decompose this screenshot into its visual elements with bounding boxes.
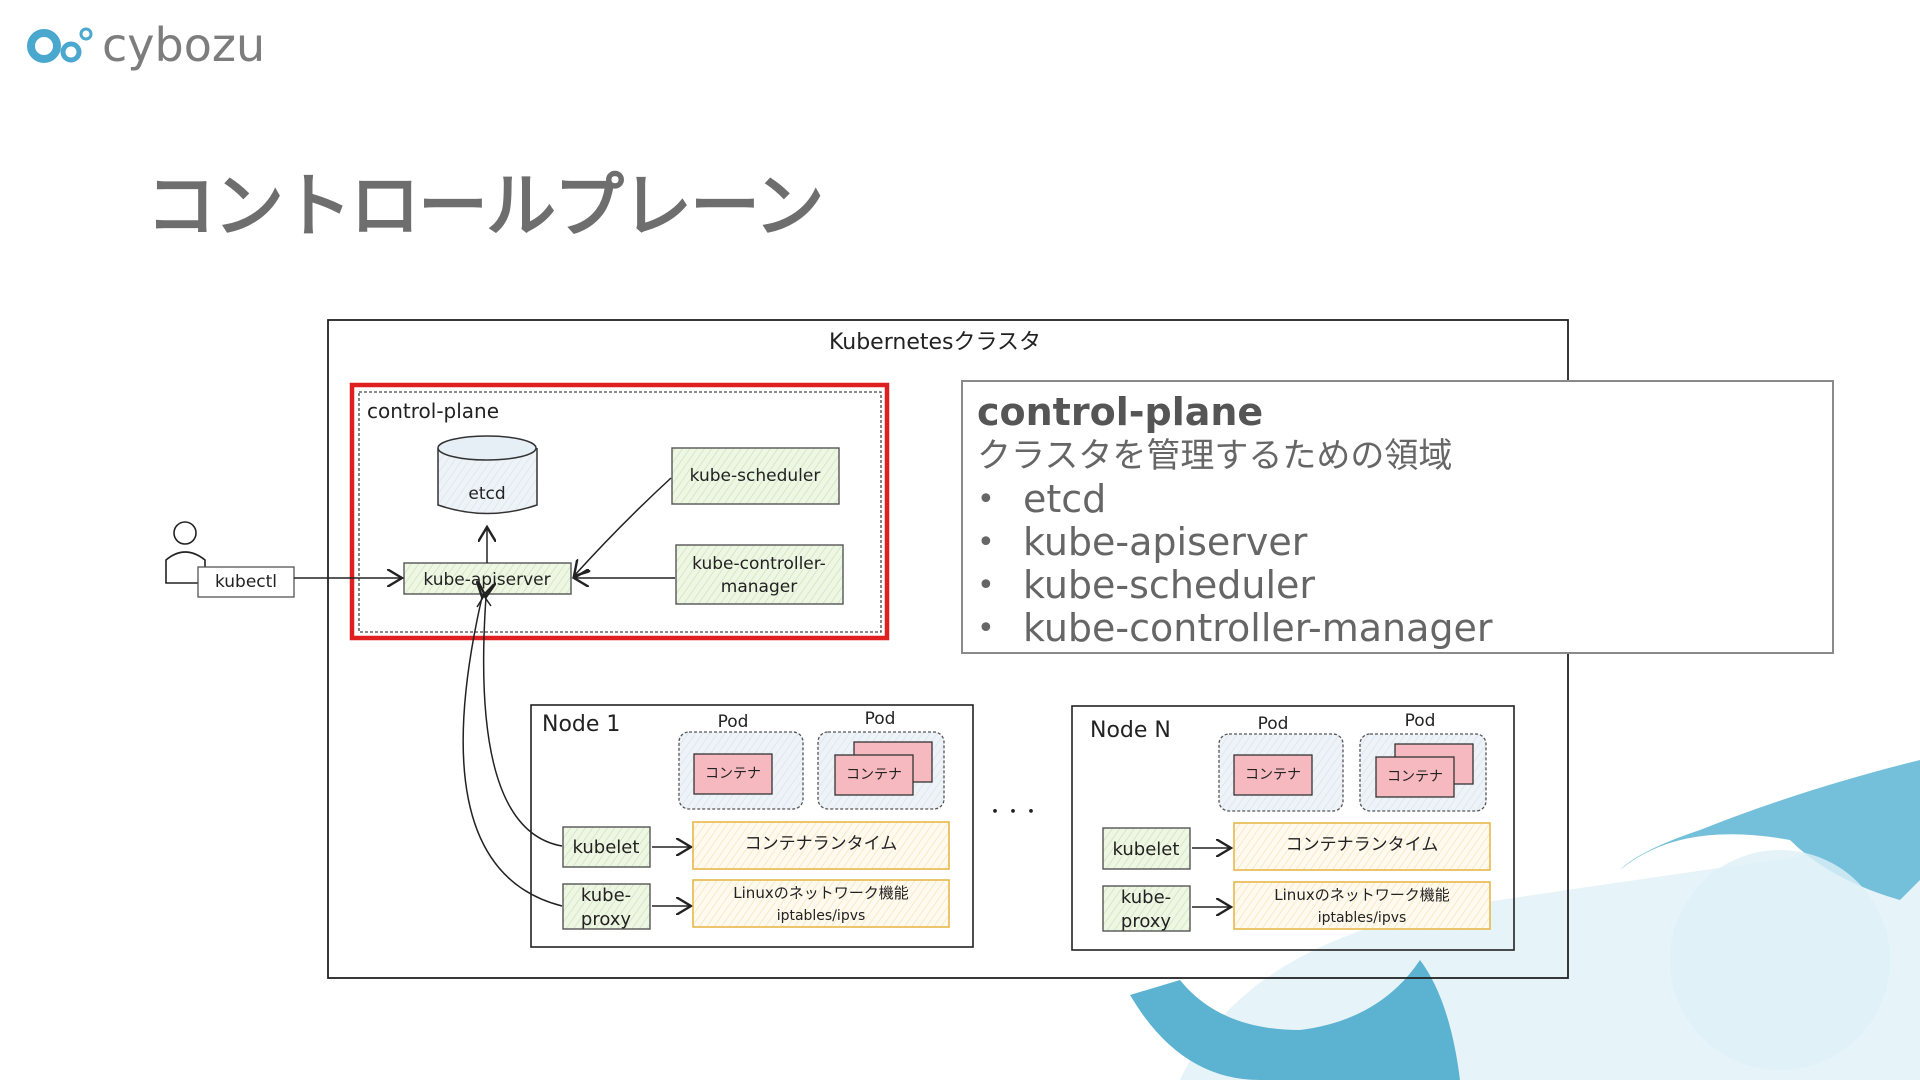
list-item: •kube-apiserver — [977, 520, 1308, 564]
kube-controller-manager-label-1: kube-controller- — [692, 554, 826, 574]
node-1-kube-proxy-label-2: proxy — [581, 909, 632, 930]
deco-ring-inner — [1670, 850, 1890, 1070]
list-item: •kube-controller-manager — [977, 606, 1493, 650]
logo-mark-icon — [27, 27, 93, 63]
info-subtitle: クラスタを管理するための領域 — [977, 436, 1453, 476]
node-1-kube-proxy — [562, 883, 651, 930]
node-n-kube-proxy-label-2: proxy — [1121, 911, 1172, 932]
etcd-database: etcd — [437, 435, 538, 515]
node-n-kubelet-label: kubelet — [1113, 839, 1180, 860]
node-n-pod2-label: Pod — [1405, 711, 1436, 731]
list-item: •kube-scheduler — [977, 563, 1316, 607]
node-n-network-label-1: Linuxのネットワーク機能 — [1274, 886, 1449, 904]
node-n-kube-proxy — [1102, 885, 1191, 932]
node-n-kubelet — [1102, 827, 1191, 870]
list-item: •etcd — [977, 477, 1107, 521]
node-n-container1 — [1233, 754, 1313, 796]
node-n-network-label-2: iptables/ipvs — [1318, 910, 1407, 926]
node-1-container2-label: コンテナ — [846, 767, 902, 783]
etcd-label: etcd — [468, 484, 505, 504]
kube-controller-manager-label-2: manager — [721, 577, 797, 597]
node-1-kubelet — [562, 826, 651, 868]
deco-blue-arc — [1130, 960, 1460, 1080]
kube-controller-manager-box — [675, 544, 844, 605]
node-n-runtime — [1233, 822, 1491, 871]
cluster-label: Kubernetesクラスタ — [829, 330, 1041, 355]
node-n-network — [1233, 881, 1491, 930]
node-1-runtime — [692, 821, 950, 870]
node-1: Node 1 Pod コンテナ Pod コンテナ kubelet コンテナランタ… — [530, 704, 974, 948]
node-n-container2 — [1375, 756, 1455, 798]
info-callout: control-plane クラスタを管理するための領域 •etcd •kube… — [961, 380, 1834, 654]
node-1-container1 — [693, 753, 773, 795]
node-n-kube-proxy-label-1: kube- — [1121, 887, 1171, 908]
node-n-runtime-label: コンテナランタイム — [1286, 835, 1439, 855]
kube-apiserver-label: kube-apiserver — [423, 570, 550, 590]
kube-scheduler-box — [671, 447, 840, 505]
arrow-apiserver-kubeproxy — [462, 597, 563, 907]
kube-scheduler-label: kube-scheduler — [690, 466, 821, 486]
arrow-scheduler-apiserver — [574, 477, 672, 576]
node-n-label: Node N — [1090, 718, 1171, 743]
info-heading: control-plane — [977, 390, 1264, 434]
cybozu-logo: cybozu — [26, 18, 265, 72]
node-n-container1-label: コンテナ — [1245, 767, 1301, 783]
node-n: Node N Pod コンテナ Pod コンテナ kubelet コンテナランタ… — [1071, 705, 1515, 951]
info-list: •etcd •kube-apiserver •kube-scheduler •k… — [977, 478, 1818, 650]
arrow-apiserver-kubelet — [484, 597, 563, 847]
control-plane-highlight — [349, 382, 890, 641]
logo-brand-text: cybozu — [102, 18, 266, 72]
control-plane-label: control-plane — [367, 399, 499, 423]
node-1-kubelet-label: kubelet — [573, 837, 640, 858]
deco-blue-ring — [1620, 760, 1920, 900]
node-1-network-label-2: iptables/ipvs — [777, 908, 866, 924]
node-n-pod1-label: Pod — [1258, 714, 1289, 734]
node-1-label: Node 1 — [542, 712, 620, 737]
node-1-pod1-label: Pod — [718, 712, 749, 732]
node-1-runtime-label: コンテナランタイム — [745, 834, 898, 854]
node-1-network — [692, 879, 950, 928]
user-icon — [165, 521, 206, 584]
node-1-pod2-label: Pod — [865, 709, 896, 729]
node-1-container2 — [834, 754, 914, 796]
control-plane-box — [358, 391, 882, 633]
page-title: コントロールプレーン — [146, 165, 824, 247]
node-1-network-label-1: Linuxのネットワーク機能 — [733, 884, 908, 902]
ellipsis: ・・・ — [986, 802, 1040, 823]
kubectl-label: kubectl — [215, 572, 277, 592]
node-1-kube-proxy-label-1: kube- — [581, 885, 631, 906]
node-n-container2-label: コンテナ — [1387, 769, 1443, 785]
kubectl-box — [197, 566, 295, 598]
node-1-container1-label: コンテナ — [705, 766, 761, 782]
